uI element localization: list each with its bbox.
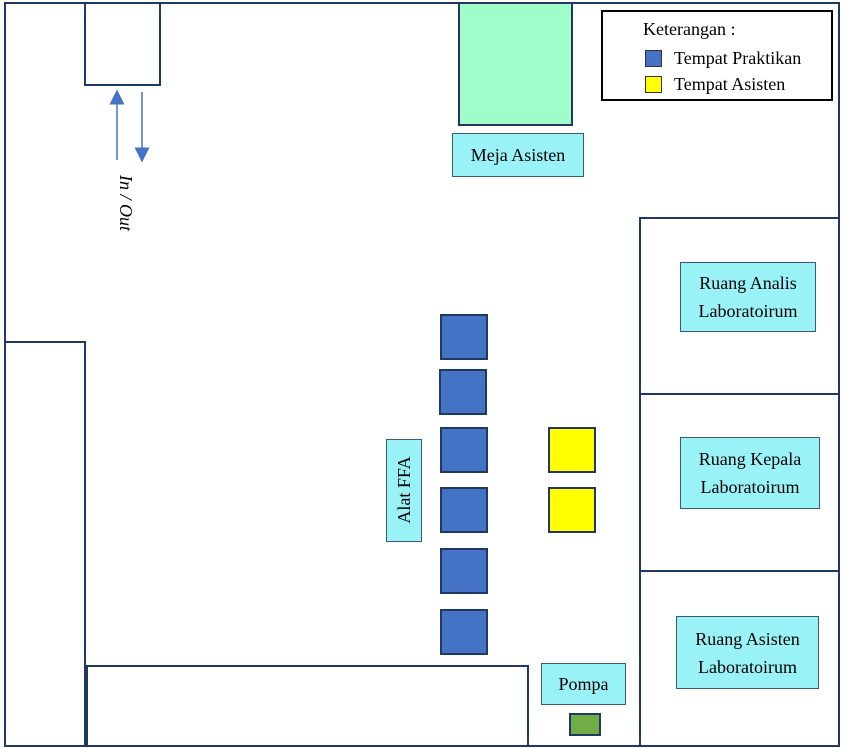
pompa-unit: [569, 713, 601, 736]
alat-ffa-label: Alat FFA: [394, 456, 414, 524]
legend-label-asisten: Tempat Asisten: [674, 74, 786, 94]
in-out-label: In / Out: [116, 175, 136, 231]
praktikan-station-5: [440, 548, 488, 594]
entrance-block: [84, 2, 161, 86]
legend-swatch-blue: [645, 50, 662, 67]
legend: Keterangan : Tempat Praktikan Tempat Asi…: [601, 10, 833, 101]
praktikan-station-2: [439, 369, 487, 415]
room-asisten-label-line2: Laboratoirum: [698, 656, 797, 677]
asisten-station-1: [548, 427, 596, 473]
legend-label-praktikan: Tempat Praktikan: [674, 48, 802, 68]
room-asisten-label-line1: Ruang Asisten: [695, 628, 800, 649]
assistant-table-label: Meja Asisten: [452, 133, 584, 177]
praktikan-station-3: [440, 427, 488, 473]
room-analis-label: Ruang Analis Laboratoirum: [680, 262, 816, 332]
pompa-label: Pompa: [541, 663, 626, 705]
praktikan-station-6: [440, 609, 488, 655]
asisten-station-2: [548, 487, 596, 533]
left-cabinet: [4, 341, 86, 747]
room-analis-label-line2: Laboratoirum: [698, 301, 798, 321]
room-asisten-label: Ruang Asisten Laboratoirum: [676, 616, 819, 689]
room-kepala-label-line1: Ruang Kepala: [698, 449, 802, 469]
room-kepala-label-line2: Laboratoirum: [700, 477, 800, 497]
legend-item-praktikan: Tempat Praktikan: [645, 48, 801, 69]
legend-item-asisten: Tempat Asisten: [645, 74, 785, 95]
room-kepala-label: Ruang Kepala Laboratoirum: [680, 437, 820, 509]
praktikan-station-1: [440, 314, 488, 360]
praktikan-station-4: [440, 487, 488, 533]
legend-swatch-yellow: [645, 76, 662, 93]
room-analis-label-line1: Ruang Analis: [699, 273, 797, 293]
alat-ffa-box: [386, 439, 422, 542]
bottom-counter: [86, 665, 529, 747]
assistant-table: [458, 2, 573, 126]
legend-title: Keterangan :: [643, 19, 736, 39]
